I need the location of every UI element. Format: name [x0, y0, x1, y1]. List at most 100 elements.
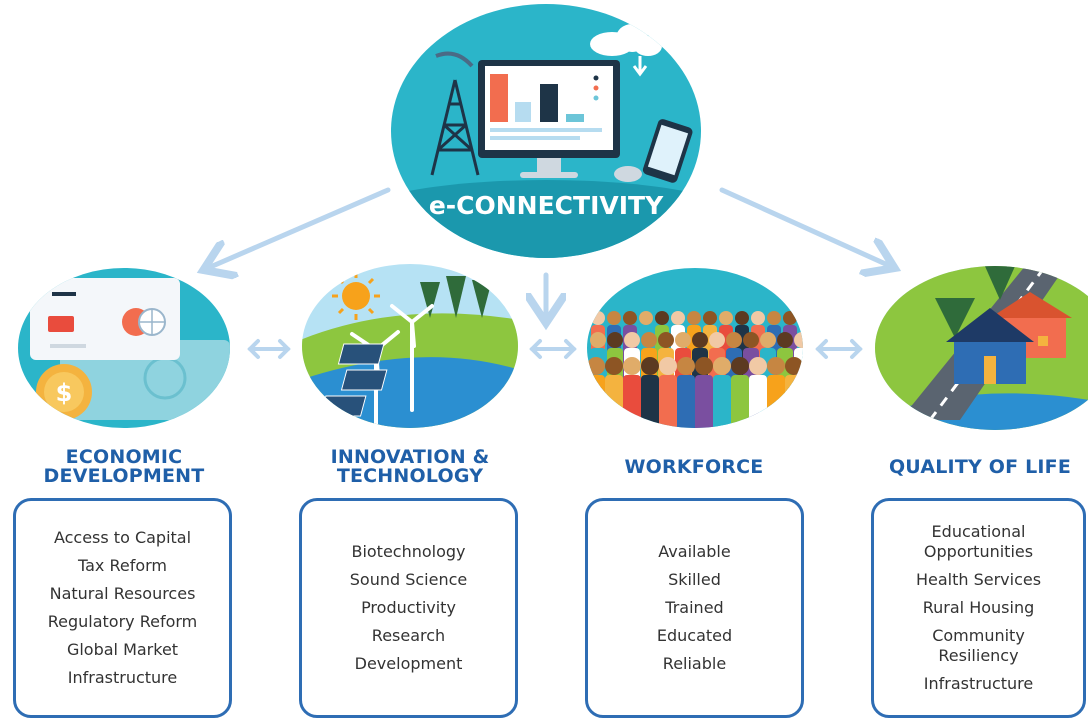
person-head — [767, 311, 781, 325]
card-item: Tax Reform — [77, 556, 168, 575]
wind-solar-icon — [302, 264, 518, 428]
person-head — [743, 332, 759, 348]
person-head — [713, 357, 731, 375]
card-item: Regulatory Reform — [47, 612, 198, 631]
person-head — [703, 311, 717, 325]
person-head — [675, 332, 691, 348]
card-item: Educational Opportunities — [923, 522, 1034, 561]
person-head — [607, 332, 623, 348]
card-item: Development — [354, 654, 463, 673]
svg-text:$: $ — [56, 379, 73, 407]
card-item: Natural Resources — [49, 584, 196, 603]
person-head — [659, 357, 677, 375]
card-item: Global Market — [66, 640, 179, 659]
card-list: Biotechnology Sound Science Productivity… — [302, 538, 515, 678]
money-credit-card-icon: $ — [18, 268, 230, 428]
person-head — [749, 357, 767, 375]
hub-arrows — [208, 187, 890, 318]
person-head — [731, 357, 749, 375]
person-head — [719, 311, 733, 325]
person-body — [731, 375, 749, 428]
double-arrow-3 — [815, 339, 863, 359]
person-body — [605, 375, 623, 428]
person-head — [641, 357, 659, 375]
card-item: Productivity — [361, 598, 456, 617]
person-head — [641, 332, 657, 348]
card-item: Sound Science — [349, 570, 468, 589]
radio-tower-icon — [430, 79, 480, 176]
category-title-economic: ECONOMIC DEVELOPMENT — [14, 448, 234, 486]
person-head — [783, 311, 797, 325]
card-list: Educational Opportunities Health Service… — [874, 518, 1083, 698]
card-item: Biotechnology — [351, 542, 466, 561]
person-head — [767, 357, 785, 375]
person-head — [587, 357, 605, 375]
person-head — [751, 311, 765, 325]
person-head — [726, 332, 742, 348]
person-head — [695, 357, 713, 375]
person-body — [749, 375, 767, 428]
card-workforce: Available Skilled Trained Educated Relia… — [585, 498, 804, 718]
card-quality: Educational Opportunities Health Service… — [871, 498, 1086, 718]
person-head — [677, 357, 695, 375]
card-innovation: Biotechnology Sound Science Productivity… — [299, 498, 518, 718]
card-item: Infrastructure — [923, 674, 1034, 693]
card-item: Trained — [665, 598, 724, 617]
card-economic: Access to Capital Tax Reform Natural Res… — [13, 498, 232, 718]
person-head — [658, 332, 674, 348]
person-head — [623, 311, 637, 325]
crowd-icon — [587, 268, 803, 428]
card-list: Available Skilled Trained Educated Relia… — [588, 538, 801, 678]
category-title-innovation: INNOVATION & TECHNOLOGY — [298, 448, 522, 486]
card-item: Community Resiliency — [932, 626, 1025, 665]
person-head — [735, 311, 749, 325]
person-head — [607, 311, 621, 325]
person-head — [605, 357, 623, 375]
person-head — [777, 332, 793, 348]
monitor-icon — [478, 60, 620, 178]
category-title-quality: QUALITY OF LIFE — [874, 458, 1086, 477]
person-head — [709, 332, 725, 348]
card-item: Reliable — [662, 654, 727, 673]
person-body — [659, 375, 677, 428]
card-item: Rural Housing — [922, 598, 1035, 617]
title-line: INNOVATION & — [330, 446, 490, 468]
hub-label: e-CONNECTIVITY — [429, 191, 664, 220]
hub-illustration: e-CONNECTIVITY — [391, 4, 701, 258]
card-item: Available — [658, 542, 731, 561]
person-head — [639, 311, 653, 325]
person-head — [794, 332, 803, 348]
card-item: Educated — [656, 626, 733, 645]
card-item: Health Services — [915, 570, 1042, 589]
card-item: Skilled — [668, 570, 721, 589]
person-head — [623, 357, 641, 375]
card-list: Access to Capital Tax Reform Natural Res… — [16, 524, 229, 692]
person-head — [671, 311, 685, 325]
person-body — [695, 375, 713, 428]
card-item: Infrastructure — [67, 668, 178, 687]
person-body — [713, 375, 731, 428]
title-line: QUALITY OF LIFE — [888, 456, 1072, 478]
person-body — [767, 375, 785, 428]
title-line: WORKFORCE — [624, 456, 764, 478]
person-head — [785, 357, 803, 375]
cloud-icon — [590, 24, 662, 56]
person-body — [641, 375, 659, 428]
person-head — [687, 311, 701, 325]
category-title-workforce: WORKFORCE — [584, 458, 804, 477]
person-head — [692, 332, 708, 348]
title-line: ECONOMIC — [65, 446, 183, 468]
person-head — [760, 332, 776, 348]
person-head — [655, 311, 669, 325]
person-body — [677, 375, 695, 428]
double-arrows — [247, 339, 863, 359]
person-head — [624, 332, 640, 348]
card-item: Access to Capital — [53, 528, 192, 547]
card-item: Research — [371, 626, 446, 645]
smartphone-icon — [642, 119, 693, 183]
double-arrow-1 — [247, 339, 291, 359]
person-body — [587, 375, 605, 428]
double-arrow-2 — [529, 339, 577, 359]
arrow-to-economic — [208, 187, 391, 268]
